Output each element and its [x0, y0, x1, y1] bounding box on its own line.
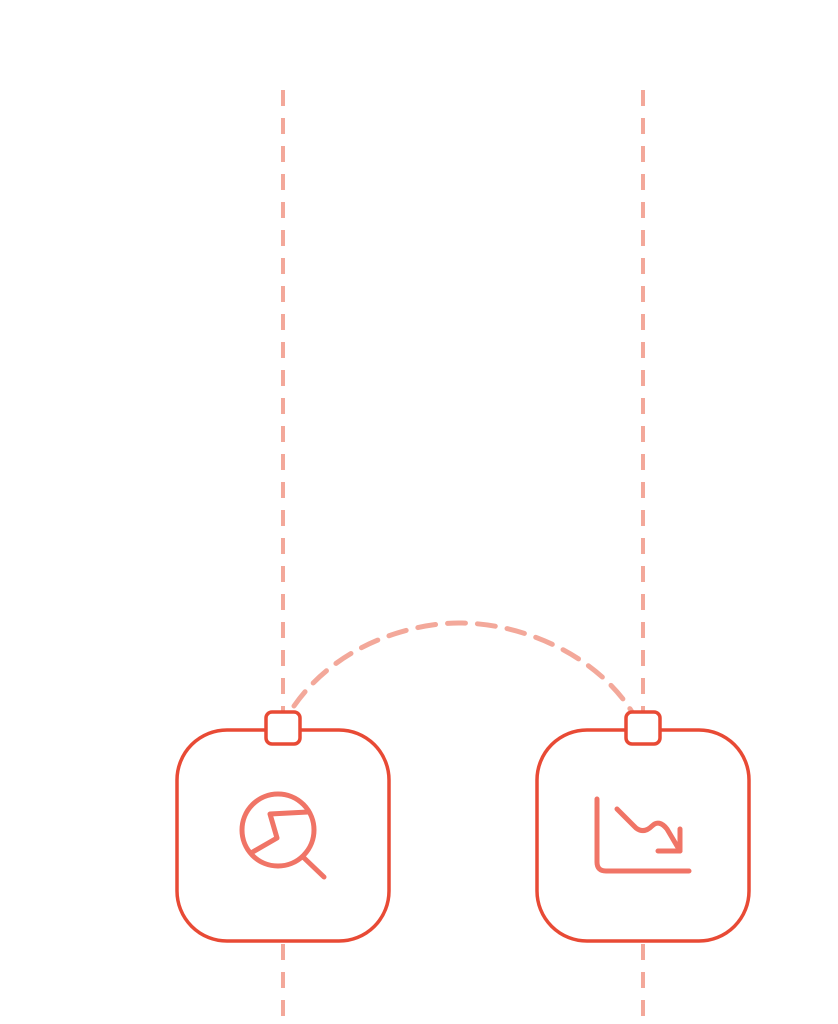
trend-down-chart-icon [594, 796, 692, 874]
node-analysis-card [175, 728, 391, 943]
node-decline[interactable] [535, 710, 751, 943]
node-decline-port[interactable] [624, 710, 662, 746]
node-analysis-port[interactable] [264, 710, 302, 746]
node-decline-card [535, 728, 751, 943]
arc-connector [291, 620, 635, 715]
node-analysis[interactable] [175, 710, 391, 943]
magnifier-pie-chart-icon [239, 791, 327, 880]
